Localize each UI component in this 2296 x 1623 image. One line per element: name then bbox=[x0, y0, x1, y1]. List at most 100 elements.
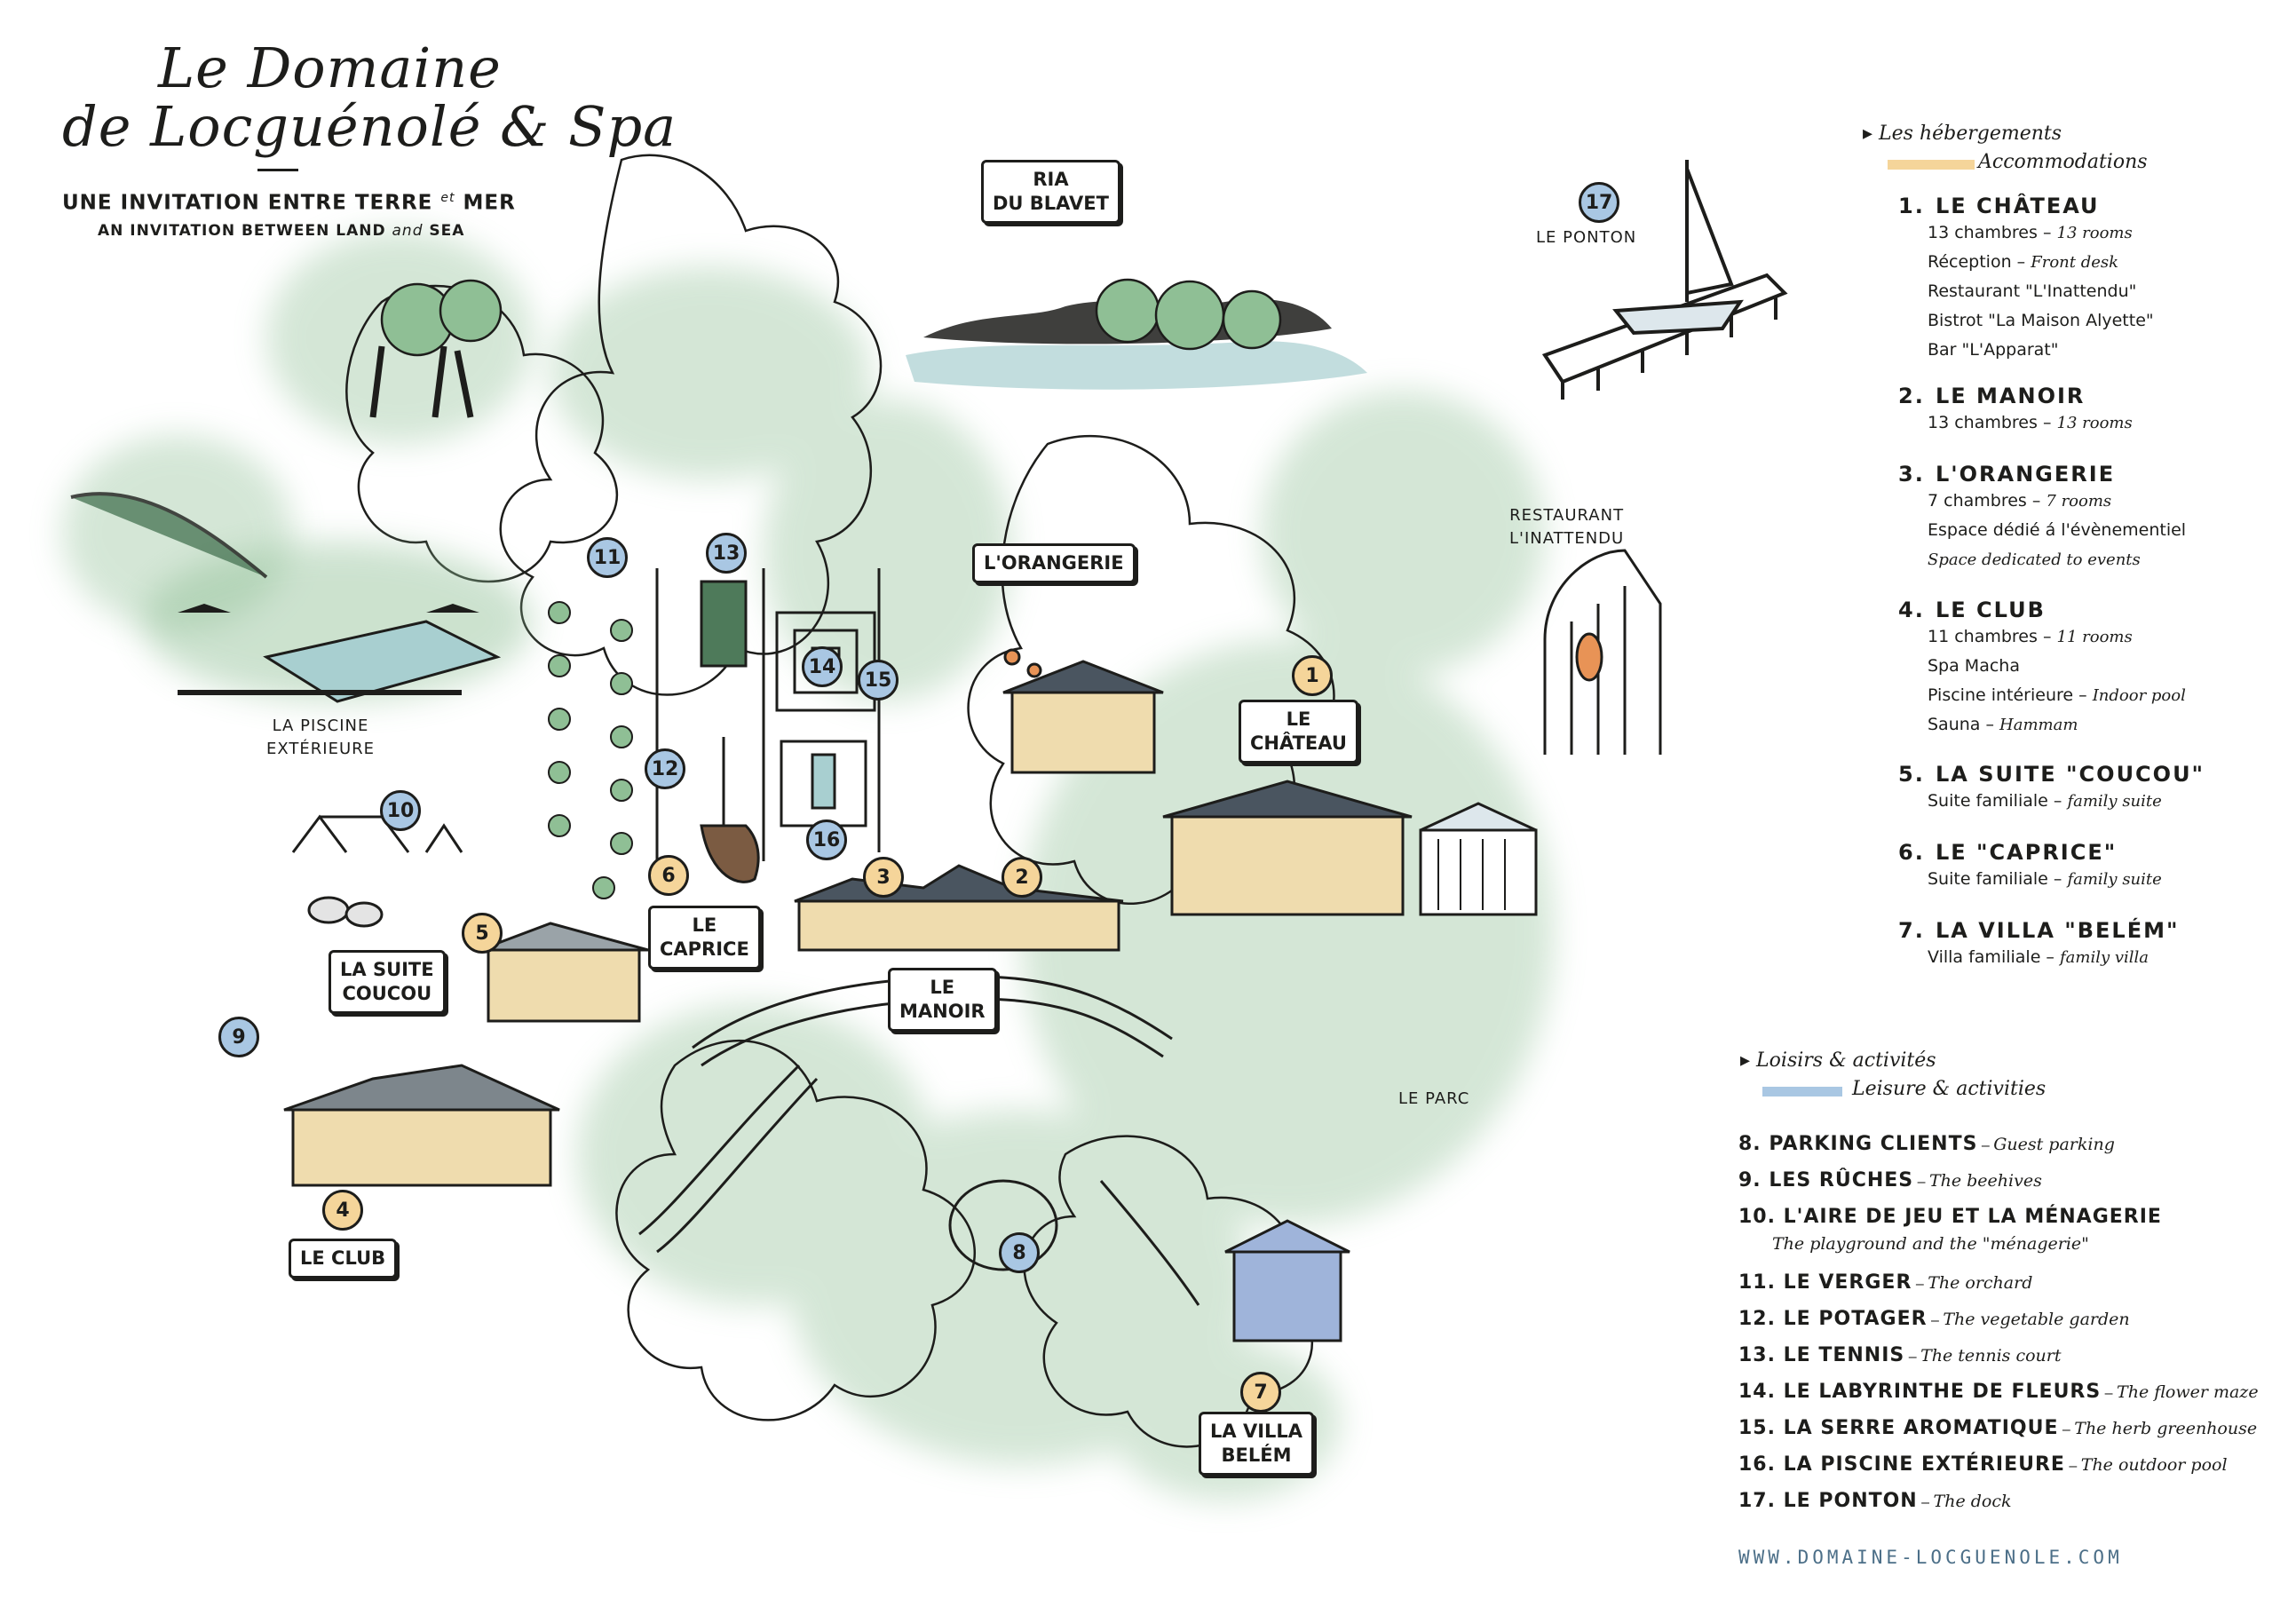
label-le-club: LE CLUB bbox=[289, 1239, 398, 1279]
marker-14[interactable]: 14 bbox=[802, 646, 843, 687]
legend-leisure-bar bbox=[1762, 1087, 1842, 1097]
legend-lei-11-fr: LE VERGER bbox=[1783, 1271, 1912, 1294]
playground-drawing bbox=[291, 814, 463, 928]
orchard-trees bbox=[548, 601, 633, 899]
legend-lei-11-en: The orchard bbox=[1928, 1273, 2033, 1293]
marker-1-num: 1 bbox=[1305, 664, 1319, 687]
label-manoir-line1: LE bbox=[930, 977, 955, 998]
marker-1[interactable]: 1 bbox=[1292, 655, 1333, 696]
legend-lei-14-fr: LE LABYRINTHE DE FLEURS bbox=[1783, 1381, 2102, 1403]
villa-drawing bbox=[1224, 1219, 1350, 1342]
legend-acc-item-5: 5.LA SUITE "COUCOU" Suite familiale – fa… bbox=[1898, 762, 2205, 811]
marker-4[interactable]: 4 bbox=[322, 1190, 363, 1231]
legend-accommodations-subtitle: Accommodations bbox=[1978, 151, 2148, 173]
marker-16[interactable]: 16 bbox=[806, 819, 847, 860]
legend-acc-7-num: 7. bbox=[1898, 918, 1925, 943]
label-restaurant-line2: L'INATTENDU bbox=[1509, 529, 1625, 548]
label-restaurant: RESTAURANT L'INATTENDU bbox=[1509, 504, 1624, 550]
marker-6-num: 6 bbox=[661, 864, 676, 887]
legend-accommodations-title: ▸ Les hébergements bbox=[1863, 123, 2062, 145]
title-line-1: Le Domaine bbox=[158, 36, 502, 100]
marker-2-num: 2 bbox=[1015, 866, 1029, 889]
marker-15[interactable]: 15 bbox=[858, 660, 899, 701]
legend-lei-9-fr: LES RÛCHES bbox=[1769, 1169, 1914, 1192]
legend-acc-3-line-1-fr: 7 chambres bbox=[1928, 491, 2027, 511]
marker-6[interactable]: 6 bbox=[648, 855, 689, 896]
marker-13[interactable]: 13 bbox=[706, 533, 747, 574]
legend-acc-3-num: 3. bbox=[1898, 462, 1925, 487]
legend-acc-4-num: 4. bbox=[1898, 598, 1925, 622]
legend-accommodations-bar bbox=[1888, 160, 1975, 170]
legend-lei-11-num: 11. bbox=[1738, 1271, 1776, 1294]
label-coucou-line2: COUCOU bbox=[342, 983, 432, 1004]
legend-acc-3-line-3-en: Space dedicated to events bbox=[1928, 550, 2141, 569]
label-chateau-line1: LE bbox=[1286, 709, 1311, 730]
label-ria-line1: RIA bbox=[1033, 169, 1069, 190]
marker-8[interactable]: 8 bbox=[999, 1232, 1040, 1273]
marker-11[interactable]: 11 bbox=[587, 537, 628, 578]
legend-acc-4-line-1-en: 11 rooms bbox=[2056, 628, 2133, 646]
legend-leisure-item-11: 11. LE VERGER – The orchard bbox=[1738, 1271, 2033, 1294]
marker-10[interactable]: 10 bbox=[380, 790, 421, 831]
tagline-fr-connector: et bbox=[440, 191, 455, 205]
legend-lei-10-num: 10. bbox=[1738, 1206, 1776, 1228]
tagline-fr-part2: MER bbox=[455, 191, 516, 215]
legend-acc-1-line-1-en: 13 rooms bbox=[2056, 224, 2133, 242]
website-link[interactable]: WWW.DOMAINE-LOCGUENOLE.COM bbox=[1738, 1547, 2123, 1568]
legend-lei-14-en: The flower maze bbox=[2117, 1382, 2259, 1402]
label-villa-line1: LA VILLA bbox=[1210, 1421, 1303, 1442]
label-ria-line2: DU BLAVET bbox=[993, 193, 1109, 214]
legend-lei-16-fr: LA PISCINE EXTÉRIEURE bbox=[1783, 1453, 2065, 1476]
marker-13-num: 13 bbox=[712, 542, 740, 565]
legend-acc-5-line-1-fr: Suite familiale bbox=[1928, 791, 2048, 811]
legend-acc-3-line-1-en: 7 rooms bbox=[2046, 492, 2112, 511]
label-suite-coucou: LA SUITE COUCOU bbox=[329, 950, 446, 1014]
marker-7[interactable]: 7 bbox=[1240, 1372, 1281, 1413]
label-ria-du-blavet: RIA DU BLAVET bbox=[981, 160, 1120, 224]
legend-acc-2-name: LE MANOIR bbox=[1936, 384, 2086, 408]
legend-acc-4-line-2-fr: Spa Macha bbox=[1928, 656, 2020, 676]
legend-lei-8-num: 8. bbox=[1738, 1133, 1762, 1155]
marker-9-num: 9 bbox=[232, 1025, 246, 1049]
legend-acc-6-name: LE "CAPRICE" bbox=[1936, 840, 2118, 865]
legend-acc-4-line-1-fr: 11 chambres bbox=[1928, 627, 2038, 646]
pool-scene bbox=[70, 492, 533, 703]
legend-acc-2-line-1-fr: 13 chambres bbox=[1928, 413, 2038, 432]
label-coucou-line1: LA SUITE bbox=[340, 959, 434, 980]
label-piscine-line2: EXTÉRIEURE bbox=[266, 740, 375, 758]
legend-acc-7-line-1-fr: Villa familiale bbox=[1928, 947, 2041, 967]
legend-lei-15-en: The herb greenhouse bbox=[2074, 1419, 2258, 1438]
legend-lei-13-fr: LE TENNIS bbox=[1783, 1344, 1905, 1366]
label-villa-belem: LA VILLA BELÉM bbox=[1199, 1412, 1315, 1476]
marker-12[interactable]: 12 bbox=[645, 748, 685, 789]
legend-lei-13-num: 13. bbox=[1738, 1344, 1776, 1366]
dock-drawing bbox=[1541, 160, 1788, 400]
legend-acc-1-line-1-fr: 13 chambres bbox=[1928, 223, 2038, 242]
marker-2[interactable]: 2 bbox=[1002, 857, 1042, 898]
legend-lei-14-num: 14. bbox=[1738, 1381, 1776, 1403]
marker-5-num: 5 bbox=[475, 922, 489, 945]
legend-leisure-subtitle: Leisure & activities bbox=[1852, 1078, 2047, 1100]
legend-leisure-item-10-sub: The playground and the "ménagerie" bbox=[1772, 1234, 2089, 1254]
legend-acc-3-name: L'ORANGERIE bbox=[1936, 462, 2116, 487]
marker-7-num: 7 bbox=[1254, 1381, 1268, 1404]
legend-acc-2-line-1-en: 13 rooms bbox=[2056, 414, 2133, 432]
marker-3[interactable]: 3 bbox=[863, 857, 904, 898]
legend-lei-16-en: The outdoor pool bbox=[2080, 1455, 2228, 1475]
legend-lei-12-num: 12. bbox=[1738, 1308, 1776, 1330]
legend-leisure-item-17: 17. LE PONTON – The dock bbox=[1738, 1490, 2012, 1512]
marker-17[interactable]: 17 bbox=[1579, 182, 1619, 223]
legend-acc-5-name: LA SUITE "COUCOU" bbox=[1936, 762, 2205, 787]
tagline-en: AN INVITATION BETWEEN LAND and SEA bbox=[98, 222, 464, 240]
legend-leisure-title-fr: Loisirs & activités bbox=[1756, 1049, 1936, 1072]
legend-leisure-item-9: 9. LES RÛCHES – The beehives bbox=[1738, 1169, 2042, 1192]
tagline-en-part1: AN INVITATION BETWEEN LAND bbox=[98, 222, 392, 240]
legend-lei-17-en: The dock bbox=[1933, 1492, 2012, 1511]
legend-acc-item-1: 1.LE CHÂTEAU 13 chambres – 13 rooms Réce… bbox=[1898, 194, 2154, 360]
legend-acc-7-name: LA VILLA "BELÉM" bbox=[1936, 918, 2180, 943]
marker-5[interactable]: 5 bbox=[462, 913, 503, 954]
legend-acc-1-line-2-en: Front desk bbox=[2031, 253, 2119, 272]
legend-leisure-item-15: 15. LA SERRE AROMATIQUE – The herb green… bbox=[1738, 1417, 2258, 1439]
marker-9[interactable]: 9 bbox=[218, 1017, 259, 1057]
